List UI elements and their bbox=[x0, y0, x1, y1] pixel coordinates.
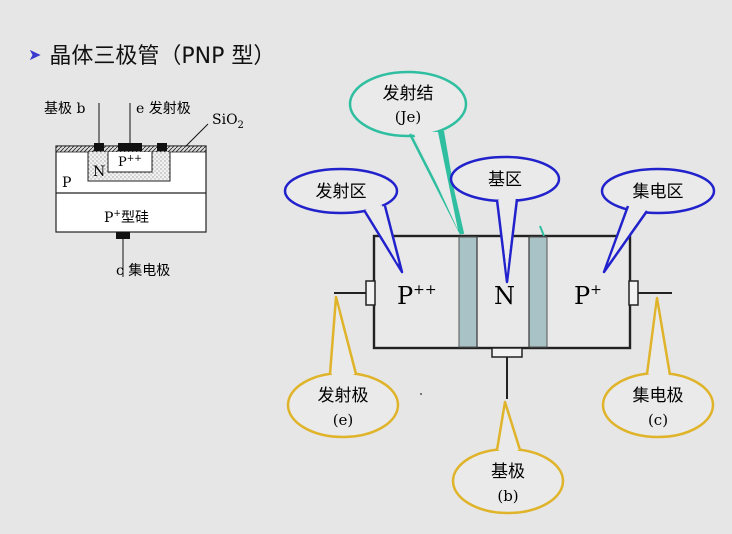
emitter-junction-line1: 发射结 bbox=[383, 84, 434, 104]
callout-collector-zone: 集电区 bbox=[600, 167, 716, 274]
p-plus-plus-label: P++ bbox=[118, 154, 142, 170]
emitter-region-label: P++ bbox=[397, 282, 437, 310]
arrow-bullet-icon: ➤ bbox=[28, 45, 42, 64]
structure-diagram: P++ N P+ bbox=[334, 234, 672, 399]
collector-region-label: P+ bbox=[574, 282, 602, 310]
emitter-junction-strip bbox=[458, 236, 478, 348]
base-terminal-line1: 基极 bbox=[491, 462, 525, 482]
sio2-pointer bbox=[185, 123, 209, 147]
callout-collector-terminal: 集电极 (c) bbox=[601, 296, 715, 439]
n-region-label: N bbox=[93, 164, 105, 180]
side-contact bbox=[157, 143, 167, 151]
p-plus-plus-region bbox=[107, 152, 153, 173]
emitter-terminal-line1: 发射极 bbox=[318, 386, 369, 406]
p-region-label: P bbox=[62, 175, 71, 191]
collector-terminal-line1: 集电极 bbox=[633, 386, 684, 406]
base-contact bbox=[94, 143, 104, 151]
emitter-label: e 发射极 bbox=[136, 101, 191, 117]
collector-junction-strip bbox=[528, 236, 548, 348]
emitter-zone-label: 发射区 bbox=[316, 182, 367, 202]
cross-section-diagram: 基极 b e 发射极 SiO2 P N P++ P+型硅 c 集电极 bbox=[44, 100, 244, 279]
emitter-contact bbox=[118, 143, 142, 151]
substrate-label: P+型硅 bbox=[104, 209, 149, 226]
collector-junction-tick bbox=[539, 225, 545, 237]
collector-contact bbox=[116, 232, 130, 239]
slide-title: ➤ 晶体三极管（PNP 型） bbox=[28, 38, 275, 70]
base-region-label: N bbox=[494, 282, 515, 310]
base-label: 基极 b bbox=[44, 100, 85, 117]
callout-base-terminal: 基极 (b) bbox=[451, 400, 565, 515]
base-terminal-pad bbox=[491, 347, 523, 358]
callout-emitter-terminal: 发射极 (e) bbox=[286, 295, 400, 439]
stray-dot bbox=[420, 393, 422, 395]
emitter-terminal-pad bbox=[365, 280, 376, 306]
base-zone-label: 基区 bbox=[488, 170, 522, 190]
collector-terminal-pad bbox=[628, 280, 639, 306]
callout-base-zone: 基区 bbox=[449, 155, 561, 284]
emitter-terminal-line2: (e) bbox=[333, 411, 354, 429]
collector-terminal-line2: (c) bbox=[648, 411, 668, 429]
base-terminal-line2: (b) bbox=[497, 487, 518, 505]
emitter-junction-line2: (Je) bbox=[395, 108, 422, 126]
sio2-label: SiO2 bbox=[212, 112, 244, 131]
callout-emitter-zone: 发射区 bbox=[283, 167, 404, 274]
collector-label: c 集电极 bbox=[116, 262, 170, 279]
collector-zone-label: 集电区 bbox=[633, 182, 684, 202]
title-text: 晶体三极管（PNP 型） bbox=[49, 44, 276, 69]
